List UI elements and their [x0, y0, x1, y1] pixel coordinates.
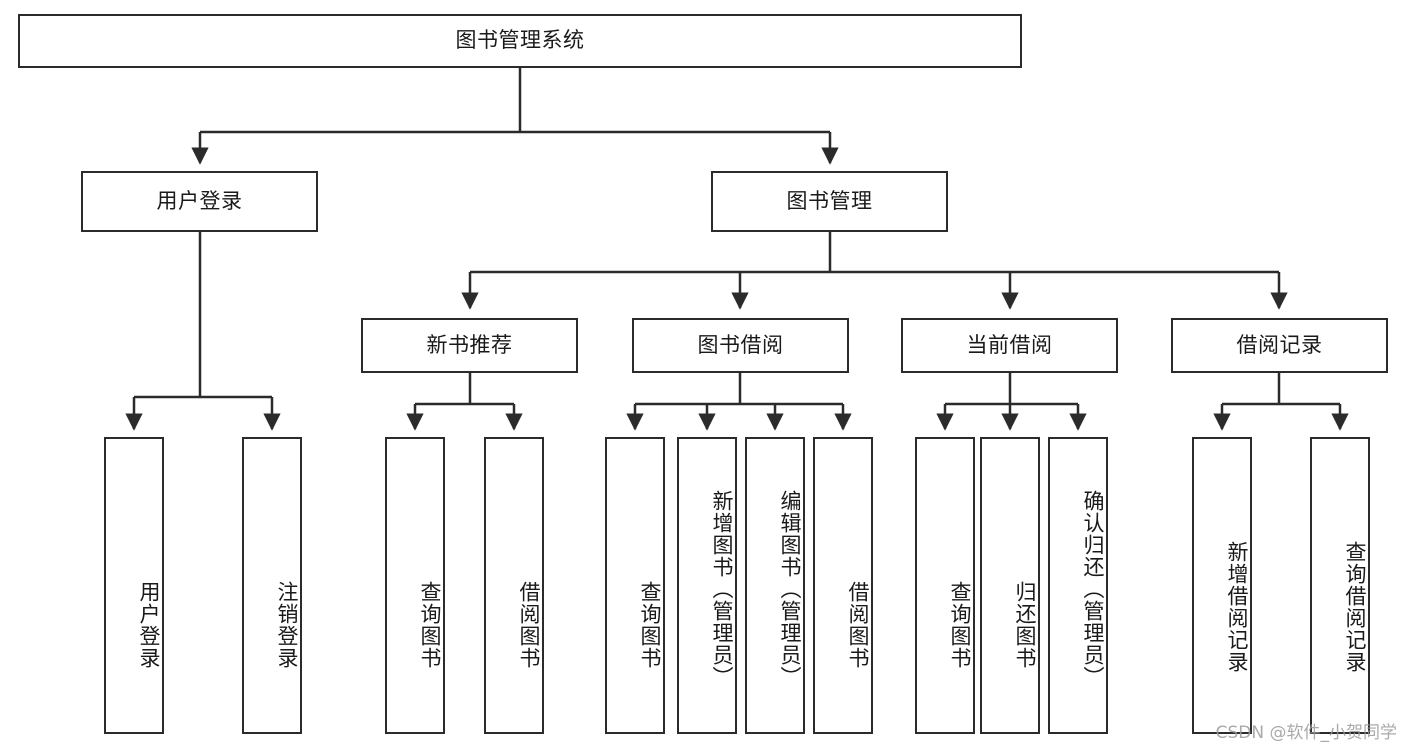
leaf-new-book-query[interactable]: 查询图书 — [385, 437, 445, 734]
node-user-login-label: 用户登录 — [156, 188, 243, 213]
node-borrow-records-label: 借阅记录 — [1236, 332, 1323, 357]
leaf-records-add-label: 新增借阅记录 — [1225, 540, 1249, 673]
leaf-borrow-query-label: 查询图书 — [638, 580, 662, 669]
leaf-current-return-label: 归还图书 — [1013, 580, 1037, 669]
leaf-current-confirm-return[interactable]: 确认归还（管理员） — [1048, 437, 1108, 734]
leaf-current-query-label: 查询图书 — [948, 580, 972, 669]
node-new-book-recommend-label: 新书推荐 — [426, 332, 513, 357]
leaf-user-login-signout-label: 注销登录 — [275, 580, 299, 669]
csdn-watermark: CSDN @软件_小贺同学 — [1215, 723, 1397, 743]
leaf-records-query[interactable]: 查询借阅记录 — [1310, 437, 1370, 734]
leaf-user-login-signin[interactable]: 用户登录 — [104, 437, 164, 734]
leaf-new-book-borrow-label: 借阅图书 — [517, 580, 541, 669]
node-current-borrow-label: 当前借阅 — [966, 332, 1053, 357]
node-book-borrow[interactable]: 图书借阅 — [632, 318, 849, 373]
node-user-login[interactable]: 用户登录 — [81, 171, 318, 232]
leaf-current-query[interactable]: 查询图书 — [915, 437, 975, 734]
leaf-borrow-borrow-book-label: 借阅图书 — [846, 580, 870, 669]
node-new-book-recommend[interactable]: 新书推荐 — [361, 318, 578, 373]
node-current-borrow[interactable]: 当前借阅 — [901, 318, 1118, 373]
leaf-records-query-label: 查询借阅记录 — [1343, 540, 1367, 673]
leaf-borrow-edit-book[interactable]: 编辑图书（管理员） — [745, 437, 805, 734]
node-book-borrow-label: 图书借阅 — [697, 332, 784, 357]
leaf-current-return[interactable]: 归还图书 — [980, 437, 1040, 734]
leaf-borrow-add-book-label: 新增图书（管理员） — [710, 489, 734, 688]
leaf-current-confirm-return-label: 确认归还（管理员） — [1081, 489, 1105, 688]
node-borrow-records[interactable]: 借阅记录 — [1171, 318, 1388, 373]
node-root-label: 图书管理系统 — [455, 28, 585, 53]
leaf-records-add[interactable]: 新增借阅记录 — [1192, 437, 1252, 734]
node-book-management[interactable]: 图书管理 — [711, 171, 948, 232]
leaf-new-book-query-label: 查询图书 — [418, 580, 442, 669]
leaf-borrow-borrow-book[interactable]: 借阅图书 — [813, 437, 873, 734]
leaf-borrow-add-book[interactable]: 新增图书（管理员） — [677, 437, 737, 734]
leaf-user-login-signout[interactable]: 注销登录 — [242, 437, 302, 734]
leaf-user-login-signin-label: 用户登录 — [137, 580, 161, 669]
leaf-borrow-query[interactable]: 查询图书 — [605, 437, 665, 734]
leaf-borrow-edit-book-label: 编辑图书（管理员） — [778, 489, 802, 688]
leaf-new-book-borrow[interactable]: 借阅图书 — [484, 437, 544, 734]
node-book-management-label: 图书管理 — [786, 188, 873, 213]
node-root[interactable]: 图书管理系统 — [18, 14, 1022, 68]
